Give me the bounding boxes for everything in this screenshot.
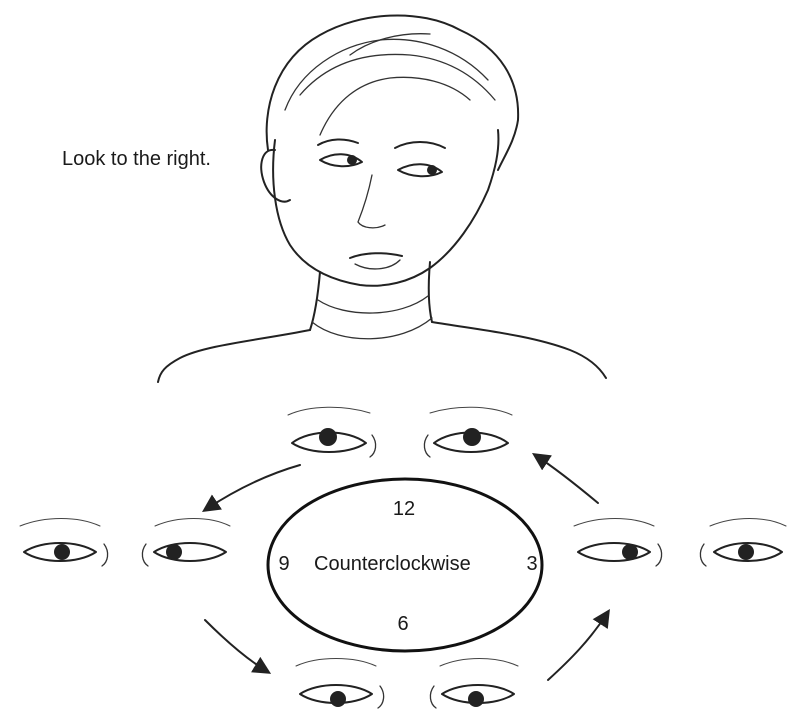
hair [267, 15, 519, 170]
eye-icon-bottom-right [430, 659, 518, 709]
arrow-top-right [535, 455, 598, 503]
eye-icon-bottom-left [296, 659, 384, 709]
eye-icon-far-right [700, 519, 786, 567]
clock-12: 12 [393, 498, 415, 520]
face-outline [273, 130, 498, 286]
arrow-bottom-right [548, 612, 608, 680]
shoulders [158, 330, 310, 382]
eye-icon-left [142, 519, 230, 567]
ear [261, 150, 290, 202]
face-illustration [158, 15, 606, 382]
clock-6: 6 [397, 613, 408, 635]
eye-icon-top-left [288, 407, 376, 457]
eye-icon-far-left [20, 519, 108, 567]
clock-9: 9 [278, 553, 289, 575]
eye-icon-right [574, 519, 662, 567]
arrow-top-left [205, 465, 300, 510]
arrow-bottom-left [205, 620, 268, 672]
clock-3: 3 [526, 553, 537, 575]
eye-icon-top-right [424, 407, 512, 457]
clock-direction-label: Counterclockwise [314, 553, 471, 575]
